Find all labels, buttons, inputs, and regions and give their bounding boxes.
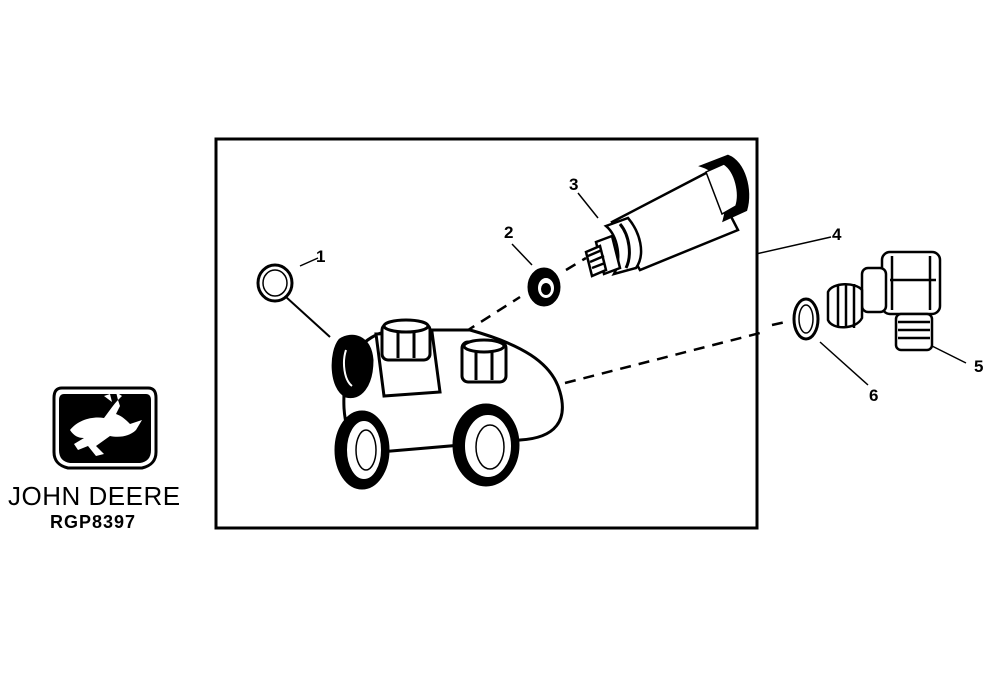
- leaping-deer-icon: [70, 392, 142, 456]
- assembly-guide-lines: [464, 256, 791, 385]
- part-3-filter-cartridge: [584, 154, 750, 278]
- callout-2: 2: [504, 223, 513, 242]
- brand-name: JOHN DEERE: [8, 481, 181, 511]
- part-6-sealing-washer: [792, 297, 820, 341]
- part-1-o-ring: [256, 263, 294, 303]
- callout-6: 6: [869, 386, 878, 405]
- part-reference-code: RGP8397: [50, 512, 137, 532]
- part-2-washer: [527, 267, 561, 307]
- callout-3: 3: [569, 175, 578, 194]
- callout-4: 4: [832, 225, 842, 244]
- callout-1: 1: [316, 247, 325, 266]
- part-4-filter-housing: [331, 318, 564, 490]
- callout-5: 5: [974, 357, 983, 376]
- john-deere-logo-icon: [52, 386, 158, 470]
- part-5-elbow-fitting: [826, 250, 942, 352]
